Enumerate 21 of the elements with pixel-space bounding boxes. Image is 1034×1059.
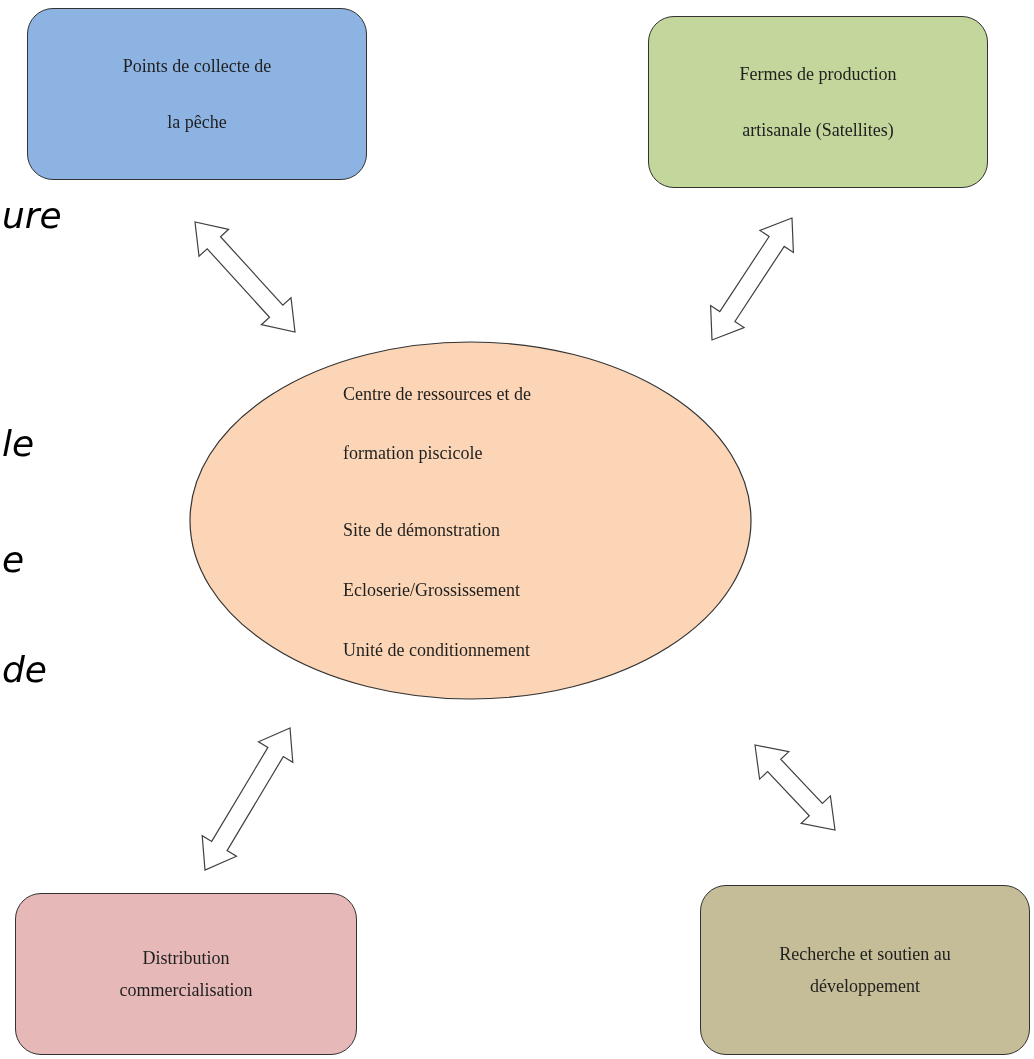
ellipse-text: Unité de conditionnement (343, 639, 531, 662)
double-arrow (194, 221, 296, 333)
box-text: Fermes de production artisanale (Satellites) (738, 63, 898, 142)
double-arrow (754, 744, 836, 831)
rounded-box (700, 885, 1030, 1055)
text-fragment: e (2, 540, 25, 580)
rounded-box (27, 8, 367, 180)
double-arrow (201, 727, 294, 871)
box-text: Recherche et soutien au développement (778, 943, 952, 998)
text-fragment: de (2, 650, 47, 690)
text-fragment: ure (2, 196, 62, 236)
center-ellipse (189, 341, 752, 700)
double-arrow (709, 217, 795, 341)
box-text: Distribution commercialisation (118, 947, 254, 1002)
text-fragment: le (2, 424, 35, 464)
ellipse-text: Site de démonstration (343, 519, 501, 542)
rounded-box (648, 16, 988, 188)
ellipse-text: Ecloserie/Grossissement (343, 579, 521, 602)
rounded-box (15, 893, 357, 1055)
ellipse-text: Centre de ressources et de formation piscicole (343, 383, 532, 465)
box-text: Points de collecte de la pêche (122, 55, 272, 134)
